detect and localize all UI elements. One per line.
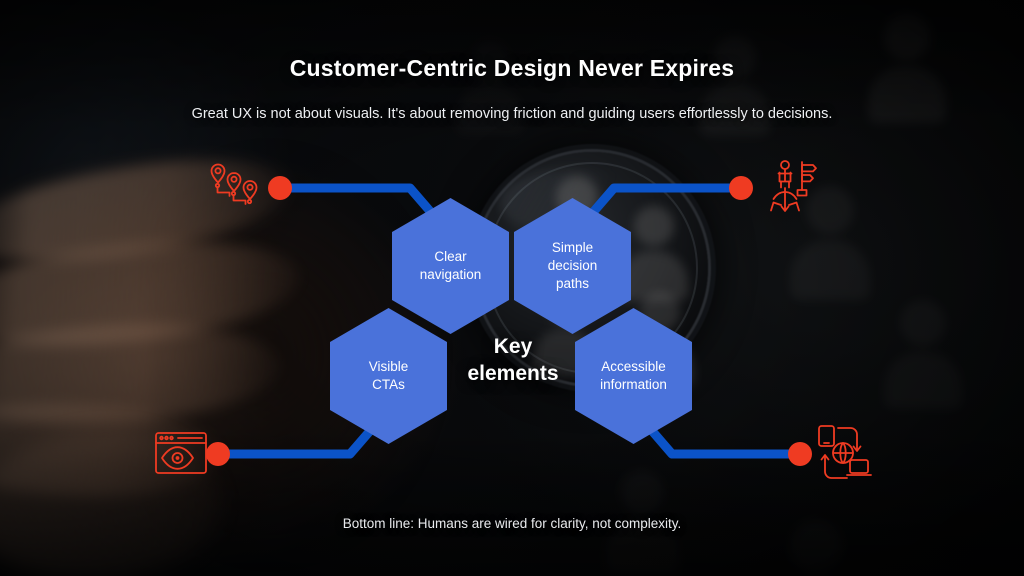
hex-label-line: decision xyxy=(547,257,598,273)
hex-label-line: paths xyxy=(555,276,590,292)
hex-node-simple-decision-paths[interactable]: Simple decision paths xyxy=(514,198,631,334)
center-label-line: elements xyxy=(467,361,559,385)
globe-devices-sync-icon xyxy=(814,424,872,482)
map-route-pins-icon xyxy=(207,160,269,218)
center-label: Key elements xyxy=(448,334,578,388)
connector-dot-top-left xyxy=(268,176,292,200)
bottom-line-text: Bottom line: Humans are wired for clarit… xyxy=(342,516,682,531)
hex-label-line: Visible xyxy=(368,358,409,374)
hex-label-line: navigation xyxy=(419,267,482,282)
hex-label-line: Clear xyxy=(434,248,467,264)
hex-label-line: CTAs xyxy=(372,377,405,392)
connector-dot-top-right xyxy=(729,176,753,200)
signpost-person-branching-arrows-icon xyxy=(768,158,826,220)
hex-label-line: Simple xyxy=(551,239,594,255)
connector-dot-bottom-right xyxy=(788,442,812,466)
hex-label-line: Accessible xyxy=(601,358,666,374)
hex-label-line: information xyxy=(600,377,667,392)
connector-dot-bottom-left xyxy=(206,442,230,466)
center-label-line: Key xyxy=(493,335,533,358)
browser-window-eye-icon xyxy=(154,430,208,476)
page-title: Customer-Centric Design Never Expires xyxy=(289,55,735,81)
page-subtitle: Great UX is not about visuals. It's abou… xyxy=(191,106,833,122)
